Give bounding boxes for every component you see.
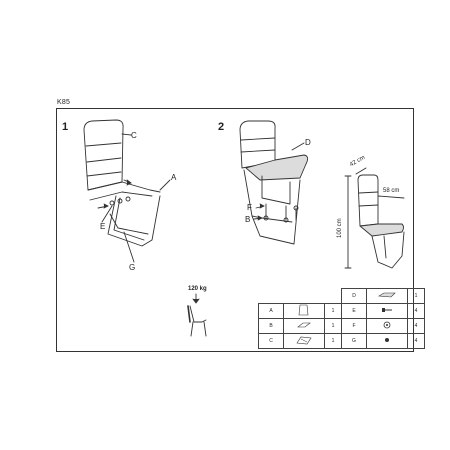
dimension-chair <box>344 167 405 269</box>
step-1-chair <box>83 119 171 263</box>
backrest-part-icon <box>283 303 325 319</box>
seat-cushion-icon <box>366 288 408 304</box>
callout-a: A <box>171 173 177 182</box>
callout-d: D <box>305 138 311 147</box>
seat-frame-icon <box>283 318 325 334</box>
dimension-depth: 58 cm <box>383 188 400 194</box>
callout-f: F <box>247 203 252 212</box>
load-chair-icon <box>187 293 207 337</box>
part-letter: A <box>258 303 284 319</box>
part-qty: 1 <box>324 303 342 319</box>
step-2-number: 2 <box>218 121 225 133</box>
part-letter: G <box>341 333 367 349</box>
parts-row: C 1 G 4 <box>258 333 425 349</box>
callout-b: B <box>245 215 251 224</box>
load-limit: 120 kg <box>188 286 207 292</box>
callout-g: G <box>129 263 136 272</box>
parts-row: B 1 F 4 <box>258 318 425 334</box>
callout-c: C <box>131 131 137 140</box>
part-qty: 4 <box>407 303 425 319</box>
part-qty: 1 <box>324 318 342 334</box>
dimension-height: 100 cm <box>337 218 343 238</box>
step-2-chair <box>239 120 309 245</box>
part-qty: 4 <box>407 333 425 349</box>
part-qty: 1 <box>407 288 425 304</box>
step-1-number: 1 <box>62 121 69 133</box>
callout-e: E <box>100 222 106 231</box>
part-letter: D <box>341 288 367 304</box>
parts-row: A 1 E 4 <box>258 303 425 319</box>
part-qty: 4 <box>407 318 425 334</box>
cap-icon <box>366 333 408 349</box>
part-qty: 1 <box>324 333 342 349</box>
part-letter: E <box>341 303 367 319</box>
washer-icon <box>366 318 408 334</box>
model-name: K85 <box>57 99 71 106</box>
part-letter: B <box>258 318 284 334</box>
parts-table: D 1 A 1 E 4 B 1 F 4 C 1 G <box>258 288 425 349</box>
bolt-icon <box>366 303 408 319</box>
diagram-frame <box>56 108 414 352</box>
base-frame-icon <box>283 333 325 349</box>
part-letter: F <box>341 318 367 334</box>
part-letter: C <box>258 333 284 349</box>
parts-row-top: D 1 <box>259 288 425 304</box>
